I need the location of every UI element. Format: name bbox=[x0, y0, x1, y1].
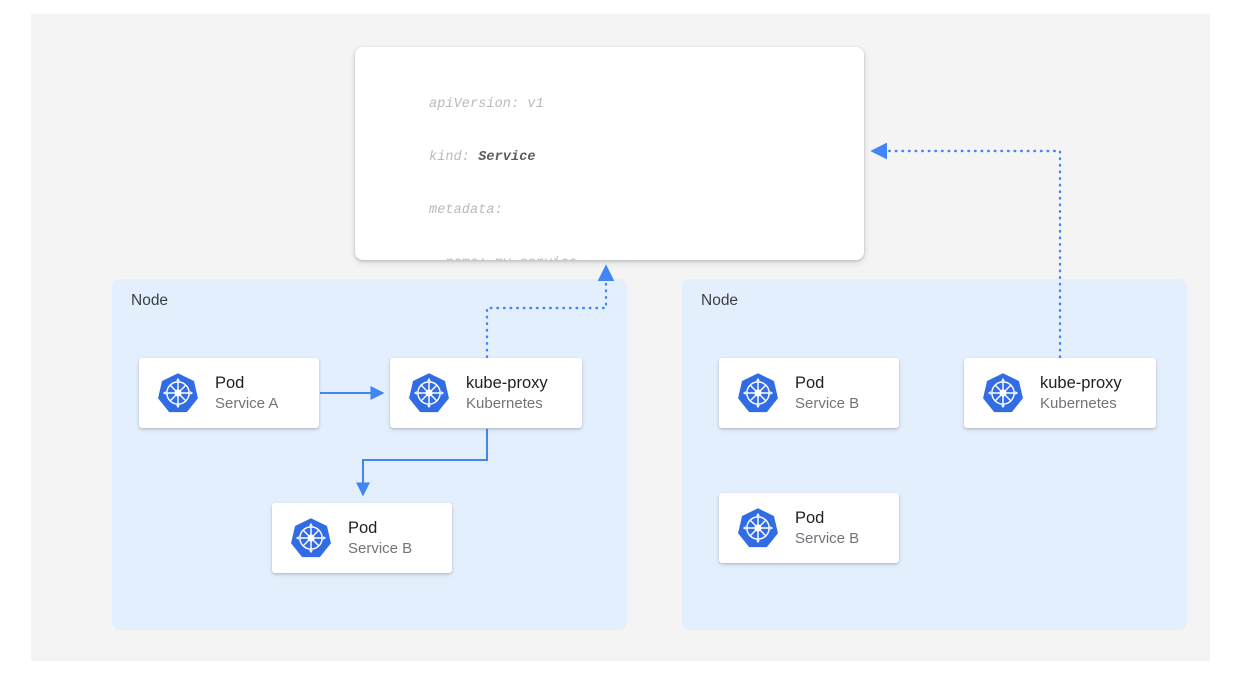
card-subtitle: Service B bbox=[348, 539, 413, 557]
yaml-line-kind: kind: Service bbox=[429, 149, 765, 167]
yaml-kind-value: Service bbox=[478, 149, 536, 165]
kubernetes-icon bbox=[983, 373, 1023, 413]
node-panel-left: Node bbox=[112, 279, 627, 630]
card-kube-proxy-right[interactable]: kube-proxy Kubernetes bbox=[964, 358, 1156, 428]
kubernetes-icon bbox=[738, 508, 778, 548]
card-title: Pod bbox=[215, 373, 245, 392]
yaml-kind-prefix: kind: bbox=[429, 149, 479, 165]
service-yaml-code: apiVersion: v1 kind: Service metadata: n… bbox=[429, 61, 765, 260]
card-text: Pod Service B bbox=[795, 508, 859, 549]
kubernetes-icon bbox=[738, 373, 778, 413]
yaml-line-metadata: metadata: bbox=[429, 202, 503, 218]
card-text: kube-proxy Kubernetes bbox=[1040, 373, 1122, 414]
card-pod-service-b-left[interactable]: Pod Service B bbox=[272, 503, 452, 573]
card-subtitle: Service A bbox=[215, 394, 279, 412]
card-subtitle: Service B bbox=[795, 529, 860, 547]
card-title: kube-proxy bbox=[1040, 373, 1122, 392]
card-title: Pod bbox=[348, 518, 378, 537]
card-subtitle: Service B bbox=[795, 394, 860, 412]
card-pod-service-a[interactable]: Pod Service A bbox=[139, 358, 319, 428]
card-title: Pod bbox=[795, 508, 825, 527]
diagram-canvas: apiVersion: v1 kind: Service metadata: n… bbox=[31, 14, 1210, 661]
card-subtitle: Kubernetes bbox=[466, 394, 543, 412]
card-text: Pod Service B bbox=[795, 373, 859, 414]
kubernetes-icon bbox=[291, 518, 331, 558]
node-label-left: Node bbox=[131, 292, 169, 309]
service-yaml-spec-card: apiVersion: v1 kind: Service metadata: n… bbox=[355, 47, 864, 260]
card-text: Pod Service B bbox=[348, 518, 412, 559]
kubernetes-icon bbox=[409, 373, 449, 413]
kubernetes-icon bbox=[158, 373, 198, 413]
card-text: kube-proxy Kubernetes bbox=[466, 373, 548, 414]
card-title: Pod bbox=[795, 373, 825, 392]
yaml-line-apiversion: apiVersion: v1 bbox=[429, 97, 544, 113]
card-text: Pod Service A bbox=[215, 373, 278, 414]
card-title: kube-proxy bbox=[466, 373, 548, 392]
node-panel-right: Node bbox=[682, 279, 1187, 630]
yaml-line-name: name: my-service bbox=[429, 255, 765, 260]
card-pod-service-b-right-bottom[interactable]: Pod Service B bbox=[719, 493, 899, 563]
card-kube-proxy-left[interactable]: kube-proxy Kubernetes bbox=[390, 358, 582, 428]
diagram-stage: apiVersion: v1 kind: Service metadata: n… bbox=[31, 14, 1210, 661]
card-subtitle: Kubernetes bbox=[1040, 394, 1117, 412]
node-label-right: Node bbox=[701, 292, 739, 309]
card-pod-service-b-right-top[interactable]: Pod Service B bbox=[719, 358, 899, 428]
